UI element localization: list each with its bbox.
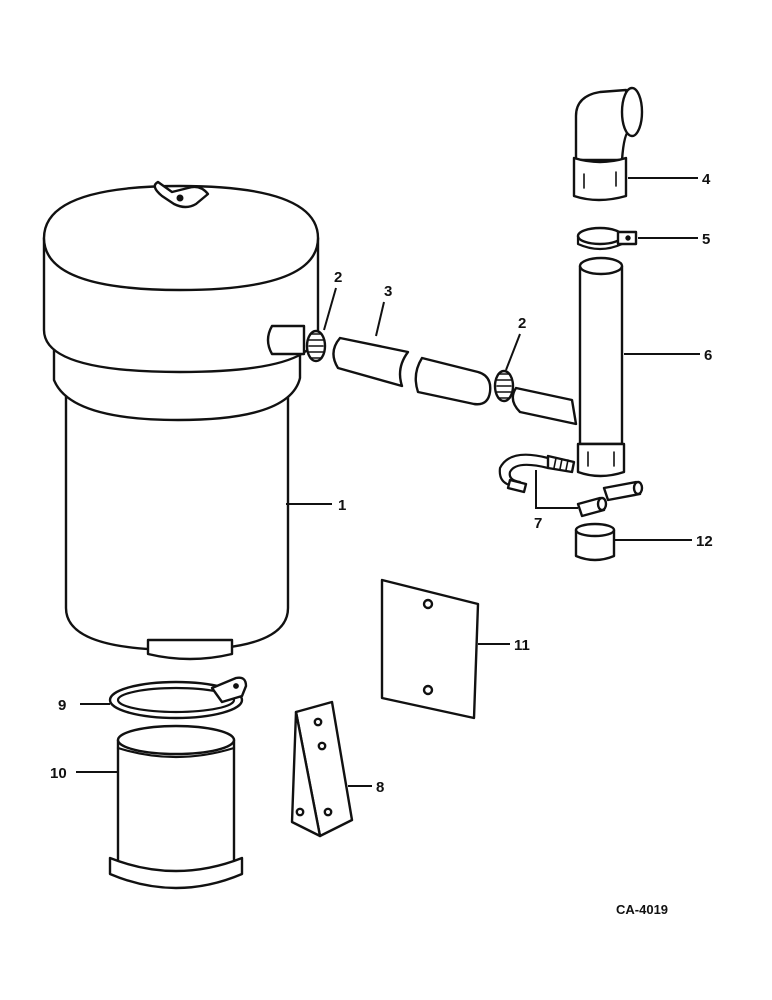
drawing-code: CA-4019 bbox=[616, 902, 668, 917]
callout-11: 11 bbox=[514, 637, 530, 654]
callout-6: 6 bbox=[704, 347, 712, 364]
intake-pipe bbox=[576, 256, 626, 478]
callout-1: 1 bbox=[338, 497, 346, 514]
callout-5: 5 bbox=[702, 231, 710, 248]
intake-hose bbox=[332, 336, 492, 406]
u-bolt-kit bbox=[498, 453, 644, 518]
hose-clamp-right bbox=[493, 369, 515, 403]
callout-2-left: 2 bbox=[334, 269, 342, 286]
dust-cup bbox=[108, 724, 244, 890]
hose-clamp-left bbox=[305, 329, 327, 363]
leader-lines bbox=[76, 177, 700, 787]
callout-3: 3 bbox=[384, 283, 392, 300]
callout-9: 9 bbox=[58, 697, 66, 714]
support-bracket bbox=[290, 700, 354, 838]
callout-10: 10 bbox=[50, 765, 67, 782]
callout-2-right: 2 bbox=[518, 315, 526, 332]
air-cleaner-body bbox=[42, 180, 320, 661]
band-clamp bbox=[576, 226, 638, 251]
callout-4: 4 bbox=[702, 171, 711, 188]
collar bbox=[574, 522, 616, 562]
wing-nut-icon bbox=[153, 180, 210, 209]
callout-8: 8 bbox=[376, 779, 384, 796]
mounting-plate bbox=[380, 578, 480, 720]
connector-tube bbox=[511, 386, 578, 426]
callout-7: 7 bbox=[534, 515, 542, 532]
lower-band-clamp bbox=[108, 676, 248, 720]
rain-cap-elbow bbox=[572, 86, 644, 202]
callout-12: 12 bbox=[696, 533, 713, 550]
